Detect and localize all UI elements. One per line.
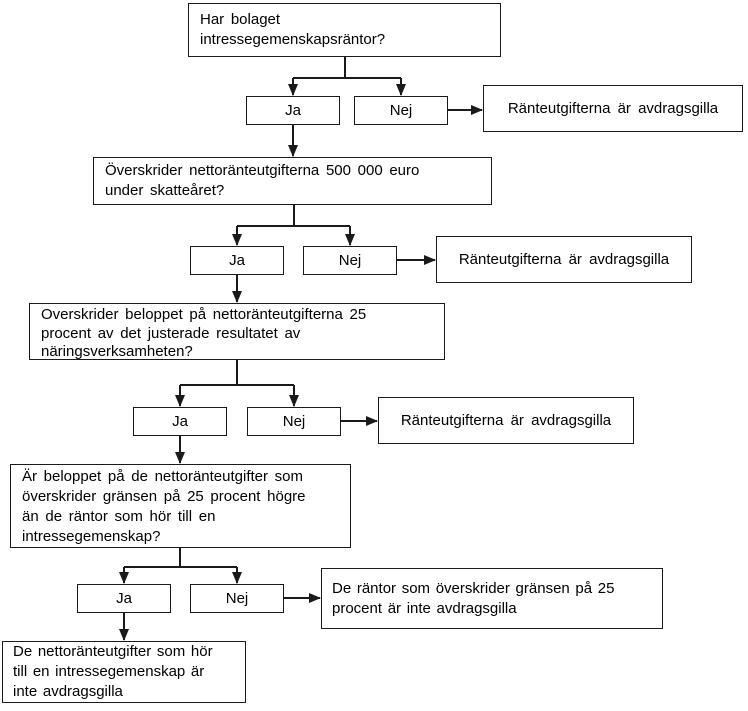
connector-q3-split: [180, 360, 294, 386]
decision-box-500000-euro: Överskrider nettoränteutgifterna 500 000…: [93, 157, 492, 205]
result-box-avdragsgilla-1: Ränteutgifterna är avdragsgilla: [483, 85, 743, 132]
decision-box-25-procent: Overskrider beloppet på nettoränteutgift…: [29, 303, 445, 360]
yes-box-3: Ja: [133, 407, 227, 436]
connector-q2-split: [237, 205, 350, 227]
decision-box-intressegemenskapsrantor: Har bolaget intressegemenskapsräntor?: [188, 3, 501, 57]
no-box-1: Nej: [354, 96, 448, 125]
no-box-4: Nej: [190, 584, 284, 613]
result-box-inte-avdragsgilla-intressegemenskap: De nettoränteutgifter som hör till en in…: [2, 641, 246, 703]
decision-box-hogre-an-intressegemenskap: Är beloppet på de nettoränteutgifter som…: [10, 464, 351, 548]
connector-q1-split: [293, 57, 401, 79]
yes-box-4: Ja: [77, 584, 171, 613]
no-box-3: Nej: [247, 407, 341, 436]
result-box-inte-avdragsgilla-over-gransen: De räntor som överskrider gränsen på 25 …: [321, 568, 663, 629]
result-box-avdragsgilla-2: Ränteutgifterna är avdragsgilla: [436, 236, 692, 283]
yes-box-1: Ja: [246, 96, 340, 125]
connector-q4-split: [124, 548, 237, 568]
result-box-avdragsgilla-3: Ränteutgifterna är avdragsgilla: [378, 397, 634, 444]
yes-box-2: Ja: [190, 246, 284, 275]
no-box-2: Nej: [303, 246, 397, 275]
